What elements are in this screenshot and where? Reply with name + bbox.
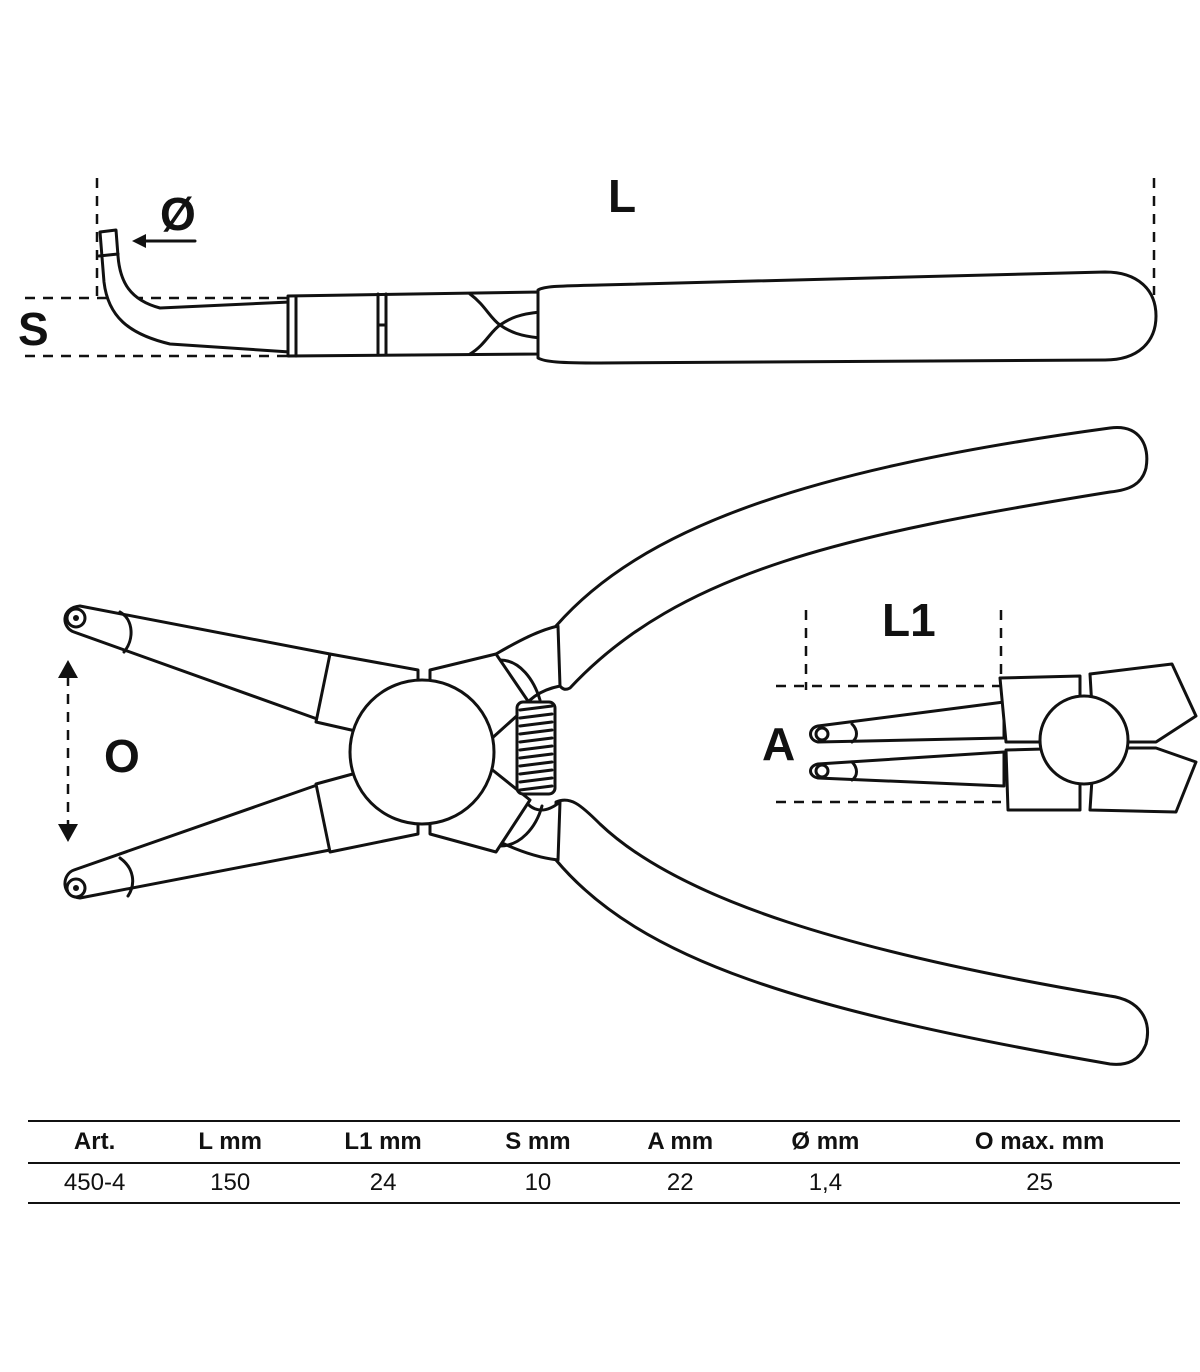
upper-neck-detail [498,658,542,702]
lower-tip-hole-center [73,885,79,891]
cell-l: 150 [161,1163,300,1204]
jaw-detail-view: L1 A [762,594,1198,814]
pivot-joint [348,678,496,826]
arrowhead-o-up [58,660,78,678]
arrowhead-o-down [58,824,78,842]
header-diameter-mm: Ø mm [751,1120,900,1164]
detail-upper-collar [850,722,858,744]
side-tip-ring [97,252,120,258]
label-O: O [104,730,140,782]
table-row: 450-4 150 24 10 22 1,4 25 [28,1163,1180,1204]
side-spring-curve-bottom [468,323,542,356]
lower-jaw [63,782,332,900]
detail-pivot [1038,694,1130,786]
detail-upper-hole [814,726,830,742]
lower-neck-detail [498,804,544,848]
label-L1: L1 [882,594,936,646]
cell-o-max: 25 [899,1163,1180,1204]
table-header-row: Art. L mm L1 mm S mm A mm Ø mm O max. mm [28,1120,1180,1164]
specification-table: Art. L mm L1 mm S mm A mm Ø mm O max. mm… [28,1120,1180,1204]
header-a-mm: A mm [608,1120,752,1164]
side-handle [536,270,1158,365]
upper-handle [554,426,1149,691]
header-o-max-mm: O max. mm [899,1120,1180,1164]
cell-s: 10 [467,1163,609,1204]
header-art: Art. [28,1120,162,1164]
header-s-mm: S mm [467,1120,609,1164]
cell-diameter: 1,4 [751,1163,900,1204]
pliers-top-view: O [58,426,1149,1066]
pliers-side-view: L Ø S [18,170,1158,365]
side-tip [98,228,292,354]
detail-lower-tip [809,750,1006,788]
header-l1-mm: L1 mm [299,1120,468,1164]
detail-lower-hole [814,763,830,779]
lower-handle [554,798,1149,1066]
upper-tip-hole-center [73,615,79,621]
label-L: L [608,170,636,222]
lower-jaw-collar [118,856,135,898]
label-A: A [762,718,795,770]
cell-a: 22 [608,1163,752,1204]
header-l-mm: L mm [161,1120,300,1164]
detail-lower-collar [850,760,858,782]
label-diameter: Ø [160,188,196,240]
cell-art: 450-4 [28,1163,162,1204]
upper-jaw-collar [118,610,133,654]
label-S: S [18,303,49,355]
spring [515,700,557,796]
cell-l1: 24 [299,1163,468,1204]
upper-jaw [63,604,332,722]
detail-upper-tip [809,700,1006,744]
diameter-arrowhead [132,234,146,248]
